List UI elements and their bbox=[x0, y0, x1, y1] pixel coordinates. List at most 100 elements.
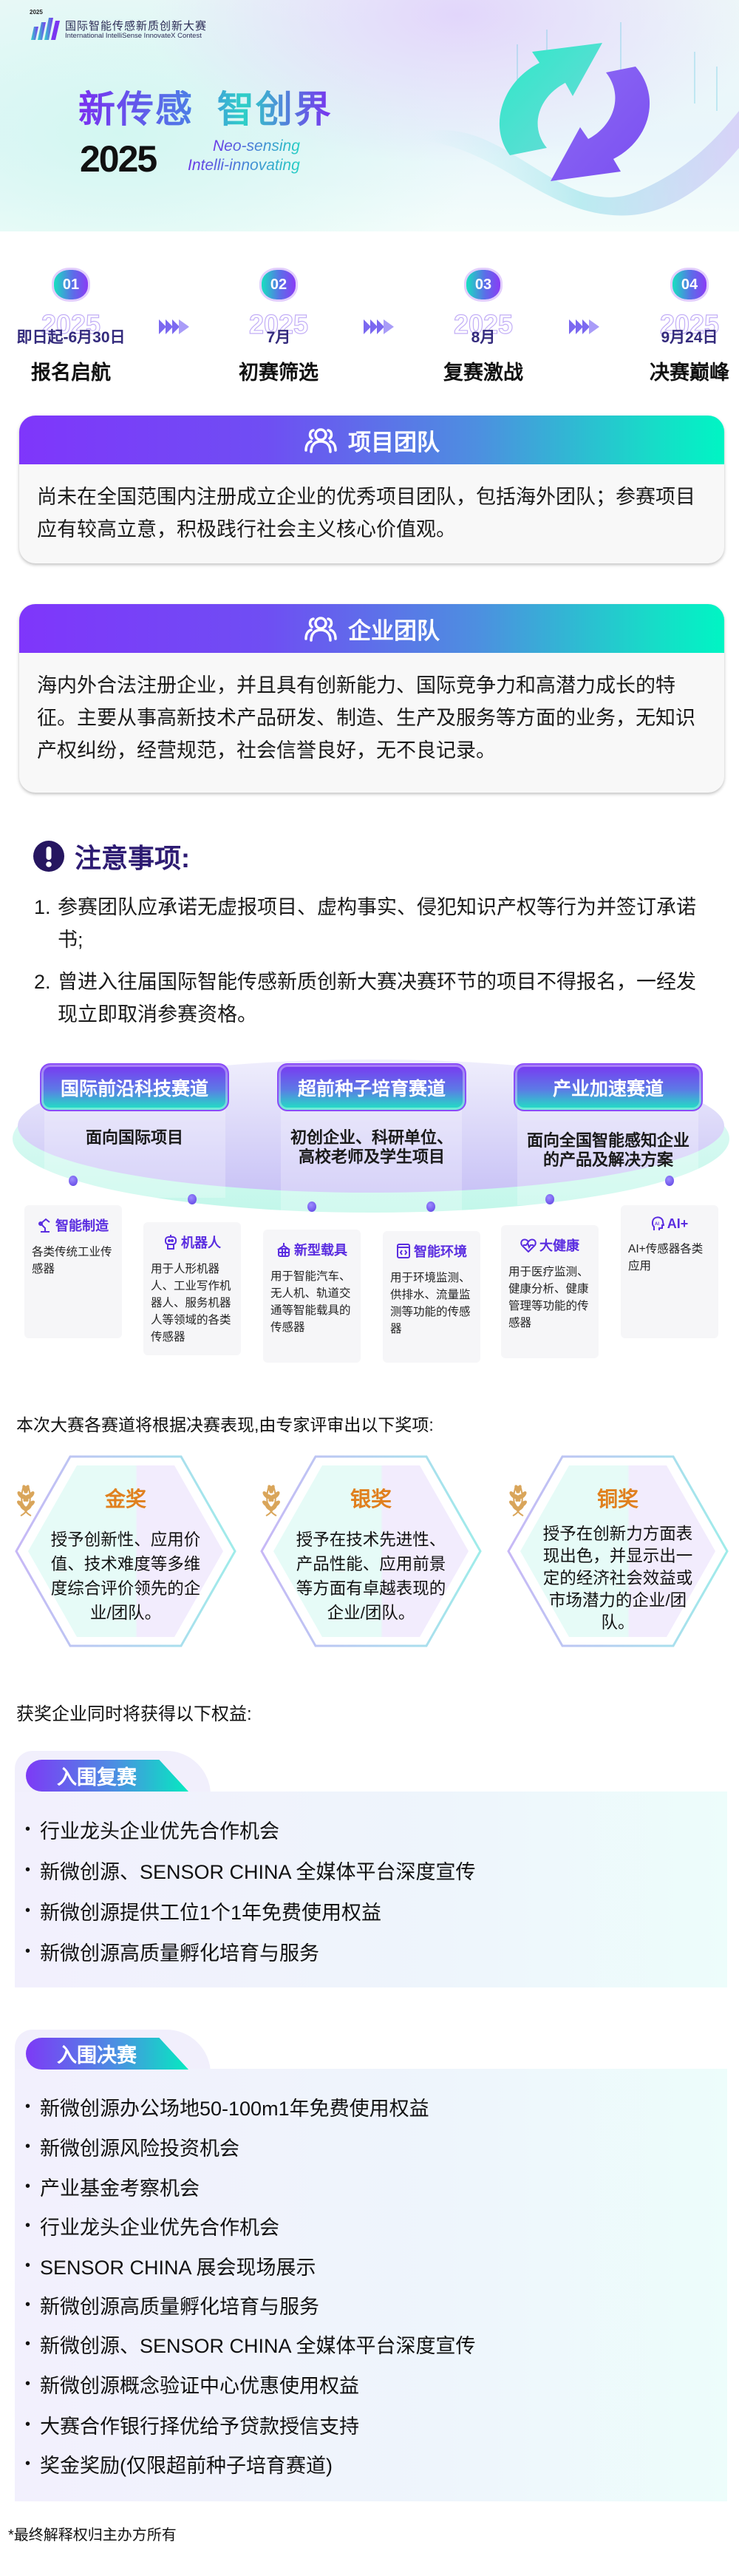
benefit-item: •新微创源高质量孵化培育与服务 bbox=[25, 1937, 319, 1966]
award-title: 金奖 bbox=[104, 1488, 146, 1511]
contest-logo-icon bbox=[31, 18, 60, 40]
award-description: 授予创新性、应用价值、技术难度等多维度综合评价领先的企业/团队。 bbox=[50, 1531, 201, 1622]
benefit-item: •SENSOR CHINA 展会现场展示 bbox=[25, 2251, 316, 2280]
footer-disclaimer: *最终解释权归主办方所有 bbox=[8, 2527, 177, 2543]
benefit-item: •产业基金考察机会 bbox=[25, 2172, 200, 2201]
semifinal-benefits-box bbox=[15, 1792, 727, 1987]
slogan-en-2: Intelli-innovating bbox=[188, 157, 300, 174]
track-seed-button[interactable]: 超前种子培育赛道 bbox=[277, 1063, 466, 1111]
step-date: 8月 bbox=[471, 329, 496, 346]
track-international-button[interactable]: 国际前沿科技赛道 bbox=[40, 1063, 229, 1111]
logo-year: 2025 bbox=[30, 9, 43, 16]
benefit-item: •大赛合作银行择优给予贷款授信支持 bbox=[25, 2410, 359, 2439]
step-date: 9月24日 bbox=[661, 329, 718, 346]
track-target-line: 初创企业、科研单位、 bbox=[290, 1128, 453, 1147]
benefit-text: 奖金奖励(仅限超前种子培育赛道) bbox=[40, 2455, 333, 2477]
step-badge: 02 bbox=[262, 270, 296, 299]
benefit-item: •新微创源、SENSOR CHINA 全媒体平台深度宣传 bbox=[25, 2330, 476, 2359]
award-title: 铜奖 bbox=[596, 1488, 638, 1511]
benefit-text: 新微创源、SENSOR CHINA 全媒体平台深度宣传 bbox=[40, 1861, 476, 1883]
notice-number: 2. bbox=[34, 971, 51, 993]
card-description: 海内外合法注册企业，并且具有创新能力、国际竞争力和高潜力成长的特征。主要从事高新… bbox=[37, 674, 695, 762]
timeline-dot bbox=[665, 1176, 674, 1186]
benefit-item: •行业龙头企业优先合作机会 bbox=[25, 1815, 279, 1844]
cycle-arrows-graphic bbox=[421, 22, 739, 216]
field-card: 新型载具 用于智能汽车、无人机、轨道交通等智能载具的传感器 bbox=[263, 1230, 361, 1363]
robot-arm-icon bbox=[38, 1218, 50, 1233]
field-description: 用于医疗监测、健康分析、健康管理等功能的传感器 bbox=[508, 1266, 589, 1329]
track-target: 面向国际项目 bbox=[38, 1128, 231, 1148]
slogan-cn: 新传感 智创界 bbox=[78, 80, 333, 133]
track-industry-button[interactable]: 产业加速赛道 bbox=[514, 1063, 703, 1111]
step-year: 2025 bbox=[41, 308, 101, 339]
users-icon bbox=[304, 428, 337, 453]
benefit-text: 行业龙头企业优先合作机会 bbox=[40, 1820, 279, 1843]
track-target-line: 面向国际项目 bbox=[85, 1128, 183, 1147]
award-description: 授予在技术先进性、产品性能、应用前景等方面有卓越表现的企业/团队。 bbox=[296, 1531, 446, 1622]
card-title: 企业团队 bbox=[348, 617, 440, 644]
benefit-item: •新微创源风险投资机会 bbox=[25, 2132, 239, 2161]
logo-title-cn: 国际智能传感新质创新大赛 bbox=[65, 20, 208, 33]
track-target: 面向全国智能感知企业的产品及解决方案 bbox=[512, 1131, 704, 1170]
robot-icon bbox=[165, 1235, 177, 1250]
benefit-text: 新微创源提供工位1个1年免费使用权益 bbox=[40, 1902, 382, 1924]
benefit-item: •新微创源办公场地50-100m1年免费使用权益 bbox=[25, 2092, 429, 2121]
timeline-dot bbox=[545, 1194, 554, 1204]
benefit-text: 新微创源概念验证中心优惠使用权益 bbox=[40, 2375, 359, 2397]
enterprise-team-card: 企业团队 海内外合法注册企业，并且具有创新能力、国际竞争力和高潜力成长的特征。主… bbox=[19, 604, 724, 793]
field-description: 用于环境监测、供排水、流量监测等功能的传感器 bbox=[390, 1272, 471, 1335]
track-target-line: 的产品及解决方案 bbox=[542, 1150, 673, 1169]
track-target: 初创企业、科研单位、高校老师及学生项目 bbox=[276, 1128, 468, 1167]
field-title: 新型载具 bbox=[294, 1243, 347, 1258]
notice-heading: 注意事项: bbox=[33, 837, 190, 875]
benefit-text: 行业龙头企业优先合作机会 bbox=[40, 2217, 279, 2239]
field-card: 大健康 用于医疗监测、健康分析、健康管理等功能的传感器 bbox=[501, 1225, 599, 1358]
notice-title: 注意事项: bbox=[75, 843, 190, 873]
benefit-item: •奖金奖励(仅限超前种子培育赛道) bbox=[25, 2450, 333, 2478]
step-badge: 04 bbox=[672, 270, 706, 299]
chevrons-right-icon bbox=[364, 319, 394, 334]
step-badge: 03 bbox=[466, 270, 500, 299]
field-title: 机器人 bbox=[181, 1236, 221, 1250]
hero-banner: 2025 国际智能传感新质创新大赛 International IntelliS… bbox=[0, 0, 739, 231]
timeline-dot bbox=[426, 1201, 435, 1212]
hexagon-frame bbox=[507, 1455, 729, 1647]
timeline-dot bbox=[307, 1201, 316, 1212]
award-title: 银奖 bbox=[350, 1488, 392, 1511]
field-card: 智能环境 用于环境监测、供排水、流量监测等功能的传感器 bbox=[383, 1231, 480, 1363]
step-year: 2025 bbox=[453, 308, 514, 339]
benefit-text: 大赛合作银行择优给予贷款授信支持 bbox=[40, 2416, 359, 2438]
ai-head-icon: AI bbox=[651, 1216, 664, 1230]
step-label: 报名启航 bbox=[31, 362, 111, 384]
benefits-intro: 获奖企业同时将获得以下权益: bbox=[16, 1704, 252, 1724]
benefit-item: •新微创源、SENSOR CHINA 全媒体平台深度宣传 bbox=[25, 1856, 476, 1885]
users-icon bbox=[304, 617, 337, 642]
timeline-dot bbox=[69, 1176, 78, 1186]
heart-pulse-icon bbox=[520, 1238, 537, 1253]
code-window-icon bbox=[397, 1244, 410, 1258]
notice-item: 2. 曾进入往届国际智能传感新质创新大赛决赛环节的项目不得报名，一经发现立即取消… bbox=[34, 966, 714, 1031]
laurel-right-icon bbox=[512, 1485, 527, 1516]
bronze-award-card: 铜奖 授予在创新力方面表现出色，并显示出一定的经济社会效益或市场潜力的企业/团队… bbox=[507, 1455, 729, 1647]
final-tab: 入围决赛 bbox=[26, 2038, 188, 2070]
card-header: 项目团队 bbox=[19, 416, 724, 464]
notice-number: 1. bbox=[34, 896, 51, 918]
notice-text: 曾进入往届国际智能传感新质创新大赛决赛环节的项目不得报名，一经发现立即取消参赛资… bbox=[58, 971, 696, 1026]
hexagon-frame bbox=[260, 1455, 482, 1647]
semifinal-tab: 入围复赛 bbox=[26, 1760, 188, 1792]
field-title: 大健康 bbox=[539, 1238, 579, 1253]
laurel-right-icon bbox=[265, 1485, 280, 1516]
benefit-text: 新微创源办公场地50-100m1年免费使用权益 bbox=[40, 2098, 429, 2120]
benefit-text: 产业基金考察机会 bbox=[40, 2177, 200, 2200]
track-target-line: 面向全国智能感知企业 bbox=[526, 1131, 689, 1150]
field-title: 智能环境 bbox=[414, 1244, 467, 1259]
card-header: 企业团队 bbox=[19, 604, 724, 653]
logo-title-en: International IntelliSense InnovateX Con… bbox=[65, 32, 202, 40]
field-card: 智能制造 各类传统工业传感器 bbox=[24, 1205, 122, 1338]
benefit-item: •行业龙头企业优先合作机会 bbox=[25, 2211, 279, 2240]
award-description: 授予在创新力方面表现出色，并显示出一定的经济社会效益或市场潜力的企业/团队。 bbox=[542, 1525, 693, 1632]
step-year: 2025 bbox=[659, 308, 720, 339]
gold-award-card: 金奖 授予创新性、应用价值、技术难度等多维度综合评价领先的企业/团队。 bbox=[15, 1455, 236, 1647]
card-description: 尚未在全国范围内注册成立企业的优秀项目团队，包括海外团队；参赛项目应有较高立意，… bbox=[37, 486, 695, 540]
